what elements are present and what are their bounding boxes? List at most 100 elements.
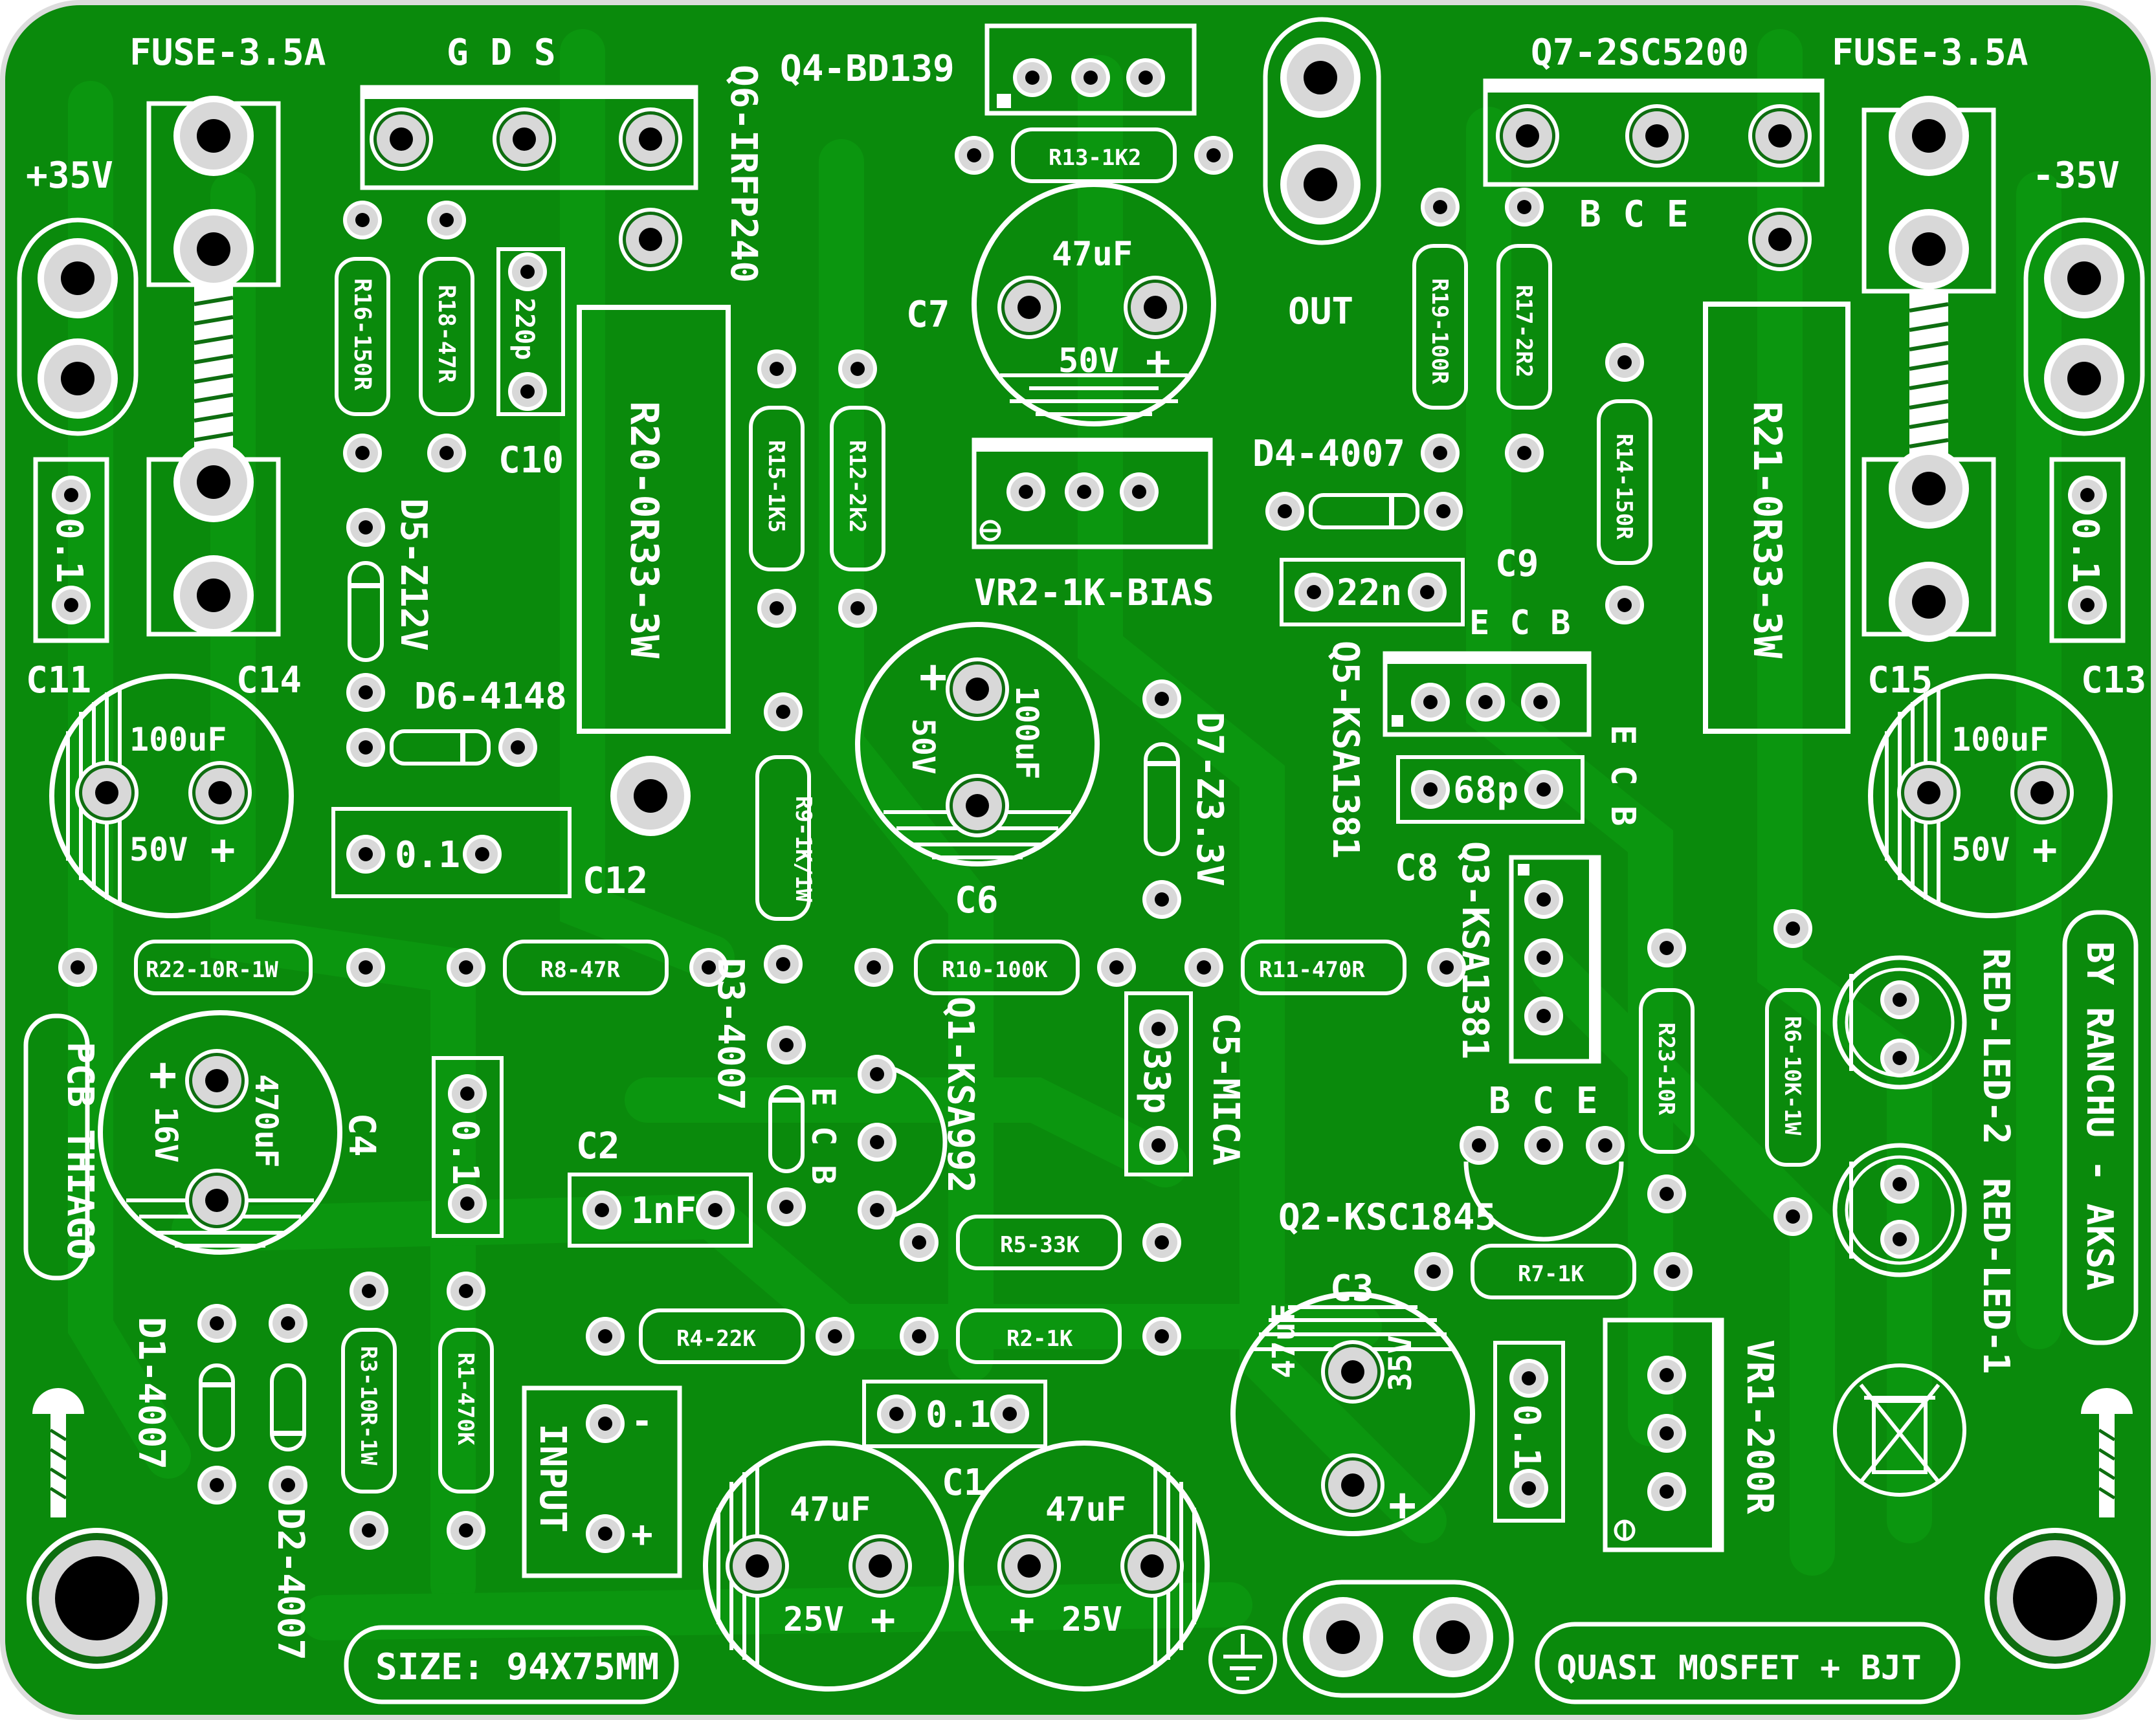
q5-label: Q5-KSA1381 [1324, 641, 1366, 859]
mounting-hole-left [27, 1528, 168, 1669]
fuse-holder-right [1861, 96, 1996, 642]
vr2-label: VR2-1K-BIAS [974, 572, 1214, 614]
c5-box [1124, 991, 1193, 1176]
mounting-hole-right [1984, 1528, 2126, 1669]
c1a-capacitor: 47uF 25V + [703, 1440, 954, 1692]
q1-transistor [858, 1055, 948, 1229]
c7-plus: + [1146, 338, 1171, 386]
d6-diode [346, 728, 537, 767]
r2-resistor: R2-1K [900, 1308, 1181, 1364]
r21-resistor: R21-0R33-3W [1703, 302, 1850, 734]
c3-capacitor: 47uF 35V + [1230, 1292, 1475, 1536]
q7-bce: B C E [1579, 193, 1689, 236]
out-label: OUT [1288, 291, 1353, 333]
c13-plus: + [2032, 826, 2058, 874]
svg-text:R11-470R: R11-470R [1259, 957, 1365, 983]
c4b-box [432, 1056, 504, 1238]
screw-icon-left [32, 1388, 84, 1517]
led1-label: RED-LED-1 [1975, 1178, 2017, 1374]
c10-box [496, 247, 565, 416]
svg-text:R7-1K: R7-1K [1518, 1261, 1584, 1287]
q4-outline [984, 23, 1197, 116]
c4-label: C4 [340, 1113, 383, 1156]
out-terminal [1263, 17, 1381, 245]
r8-resistor: R8-47R [447, 940, 728, 995]
c7-label: C7 [906, 294, 950, 336]
q1-ecb: E C B [805, 1087, 842, 1185]
svg-text:R19-100R: R19-100R [1427, 278, 1452, 384]
c1a-voltage: 25V [783, 1600, 844, 1639]
d4-label: D4-4007 [1252, 433, 1405, 475]
quasi-box [1535, 1622, 1961, 1704]
q7-label: Q7-2SC5200 [1531, 32, 1749, 74]
pcb-thiago-box [23, 1013, 90, 1281]
c14-voltage: 50V [129, 831, 188, 868]
c13-label: C13 [2081, 659, 2146, 701]
c4-value: 470uF [248, 1074, 284, 1168]
copper-traces [68, 29, 2062, 1640]
q5-ecb: E C B [1469, 604, 1571, 643]
r6-resistor: R6-10K-1W [1765, 909, 1821, 1236]
q6-label: Q6-IRFP240 [722, 65, 764, 283]
svg-text:R1-470K: R1-470K [452, 1352, 478, 1446]
c13-value: 0.1 [2064, 518, 2106, 583]
c8-value: 68p [1453, 769, 1518, 811]
c3-voltage: 35V [1383, 1335, 1419, 1391]
d2-diode [269, 1304, 307, 1505]
r20-resistor: R20-0R33-3W [577, 305, 731, 734]
svg-text:R8-47R: R8-47R [540, 957, 620, 983]
c15-label: C15 [1867, 659, 1933, 701]
led2-label: RED-LED-2 [1975, 948, 2017, 1144]
svg-text:D7-Z3.3V: D7-Z3.3V [1188, 712, 1230, 887]
svg-text:R5-33K: R5-33K [1000, 1232, 1080, 1258]
svg-text:R6-10K-1W: R6-10K-1W [1779, 1016, 1805, 1136]
svg-text:R13-1K2: R13-1K2 [1049, 145, 1141, 171]
d4-diode [1265, 492, 1463, 531]
r15-resistor: R15-1K5 [749, 349, 805, 628]
quasi-label: QUASI MOSFET + BJT [1557, 1649, 1922, 1688]
r7-resistor: R7-1K [1414, 1244, 1693, 1299]
q3-label: Q3-KSA1381 [1454, 841, 1496, 1059]
d5-zener: D5-Z12V [346, 498, 434, 712]
minus35v-terminal [2023, 217, 2145, 436]
r3-resistor: R3-10R-1W [341, 1272, 397, 1550]
fuse-left-label: FUSE-3.5A [129, 32, 326, 74]
svg-text:R17-2R2: R17-2R2 [1511, 285, 1537, 377]
r11-resistor: R11-470R [1184, 940, 1466, 995]
ground-terminal [1282, 1580, 1514, 1698]
svg-text:R12-2k2: R12-2k2 [844, 440, 870, 533]
c7-capacitor: 47uF 50V + [972, 182, 1216, 426]
r17-resistor: R17-2R2 [1496, 188, 1552, 472]
svg-text:R20-0R33-3W: R20-0R33-3W [621, 401, 667, 659]
plus35v-label: +35V [26, 155, 113, 197]
c3-plus: + [1388, 1477, 1416, 1532]
c4-voltage: 16V [148, 1107, 184, 1163]
red-led-2 [1832, 955, 1967, 1090]
svg-text:R18-47R: R18-47R [433, 285, 460, 383]
c6-capacitor: + 50V 100uF [855, 622, 1100, 866]
c13-box [2049, 457, 2126, 643]
c12-value: 0.1 [395, 834, 460, 876]
vr1-label: VR1-200R [1739, 1340, 1781, 1514]
c14-plus: + [210, 826, 236, 874]
r9-resistor: R9-1K/1W [755, 692, 816, 984]
ground-icon [1208, 1626, 1277, 1694]
q2-bce: B C E [1489, 1080, 1598, 1122]
input-connector: INPUT - + [522, 1385, 682, 1578]
svg-text:R15-1K5: R15-1K5 [763, 440, 789, 533]
svg-text:R9-1K/1W: R9-1K/1W [790, 796, 816, 902]
r19-resistor: R19-100R [1412, 188, 1468, 472]
q5-ecb-vertical: E C B [1603, 725, 1642, 826]
r22-resistor: R22-10R-1W [58, 940, 385, 995]
d2-label: D2-4007 [269, 1508, 311, 1660]
c8-label: C8 [1395, 847, 1438, 889]
r1-resistor: R1-470K [438, 1272, 494, 1550]
size-box [344, 1625, 679, 1704]
svg-text:R3-10R-1W: R3-10R-1W [355, 1346, 381, 1466]
c13-cap-value: 100uF [1951, 721, 2049, 758]
weee-bin-icon [1833, 1363, 1966, 1497]
minus35v-label: -35V [2032, 155, 2120, 197]
c7-value: 47uF [1052, 235, 1133, 274]
input-plus: + [631, 1514, 653, 1556]
